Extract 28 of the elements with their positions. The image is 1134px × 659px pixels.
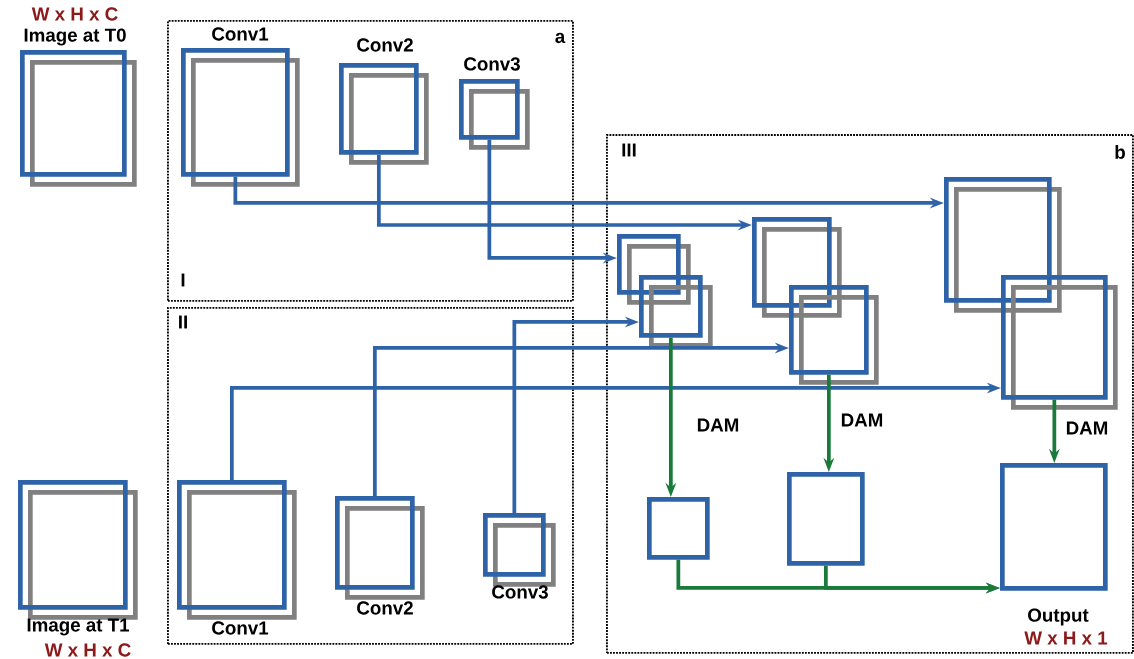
region-label: I xyxy=(181,273,185,287)
layer-label: Image at T1 xyxy=(27,618,130,636)
feature-map-stack xyxy=(617,234,691,305)
feature-map-stack xyxy=(1001,275,1118,410)
layer-label: Image at T0 xyxy=(24,28,126,46)
feature-map xyxy=(787,472,865,566)
region-label: a xyxy=(555,32,566,44)
layer-label: Output xyxy=(1028,608,1089,626)
edge-label: DAM xyxy=(697,418,739,432)
layer-label: Conv1 xyxy=(212,621,269,635)
layer-label: Conv3 xyxy=(464,57,520,71)
layer-label: Conv2 xyxy=(357,38,413,52)
feature-map-stack xyxy=(752,217,842,318)
feature-map-stack xyxy=(944,177,1062,313)
feature-map xyxy=(647,497,710,560)
feature-map-stack xyxy=(789,285,879,385)
edge-label: DAM xyxy=(841,413,883,427)
region-label: b xyxy=(1115,145,1125,159)
dimension-label: W x H x C xyxy=(44,643,131,657)
feature-map-stack xyxy=(639,275,713,348)
region-label: III xyxy=(622,143,636,157)
region-label: II xyxy=(179,315,187,329)
layer-label: Conv3 xyxy=(492,585,548,599)
layer-label: Conv2 xyxy=(357,601,413,615)
dimension-label: W x H x C xyxy=(31,7,118,21)
edge-label: DAM xyxy=(1066,421,1108,435)
dimension-label: W x H x 1 xyxy=(1024,631,1108,645)
layer-label: Conv1 xyxy=(212,27,269,41)
